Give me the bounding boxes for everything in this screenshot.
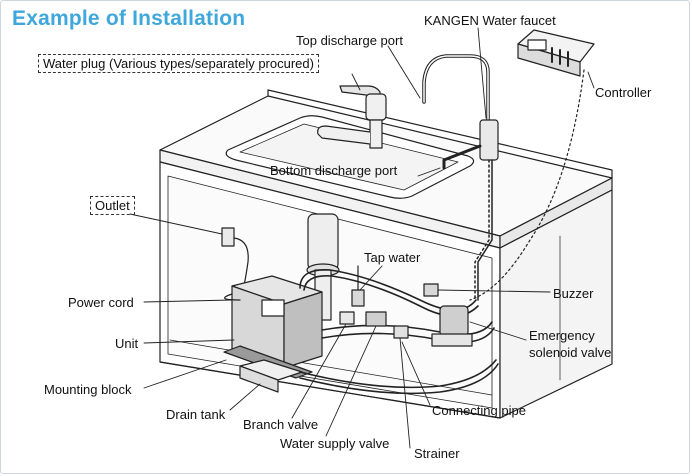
- label-water-plug: Water plug (Various types/separately pro…: [38, 54, 319, 73]
- label-kangen-faucet: KANGEN Water faucet: [424, 13, 556, 28]
- label-buzzer: Buzzer: [553, 286, 594, 301]
- label-solenoid-valve: solenoid valve: [529, 345, 612, 360]
- diagram-title: Example of Installation: [12, 7, 246, 30]
- label-water-supply-valve: Water supply valve: [280, 436, 390, 451]
- label-top-discharge-port: Top discharge port: [296, 33, 403, 48]
- solenoid-valve-part: [431, 305, 473, 347]
- label-drain-tank: Drain tank: [166, 407, 226, 422]
- label-strainer: Strainer: [414, 446, 460, 461]
- label-bottom-discharge-port: Bottom discharge port: [270, 163, 398, 178]
- label-branch-valve: Branch valve: [243, 417, 319, 432]
- drain-pipe: [306, 213, 340, 321]
- kangen-faucet: [422, 54, 499, 301]
- tap-valve: [351, 265, 365, 307]
- label-emergency: Emergency: [529, 328, 595, 343]
- label-unit: Unit: [115, 336, 139, 351]
- strainer-part: [393, 325, 409, 339]
- drain-tank: [239, 359, 303, 393]
- label-outlet: Outlet: [90, 196, 135, 215]
- controller-device: [469, 29, 595, 301]
- label-connecting-pipe: Connecting pipe: [432, 403, 526, 418]
- leader-lines: [129, 27, 595, 449]
- buzzer-part: [423, 283, 439, 297]
- label-controller: Controller: [595, 85, 652, 100]
- label-power-cord: Power cord: [68, 295, 134, 310]
- label-tap-water: Tap water: [364, 250, 421, 265]
- sink-basin: [225, 115, 475, 199]
- label-mounting-block: Mounting block: [44, 382, 132, 397]
- water-plug-tap: [317, 85, 387, 149]
- ionizer-unit: [224, 275, 323, 369]
- branch-valve-part: [339, 311, 355, 325]
- water-supply-valve-part: [365, 311, 387, 327]
